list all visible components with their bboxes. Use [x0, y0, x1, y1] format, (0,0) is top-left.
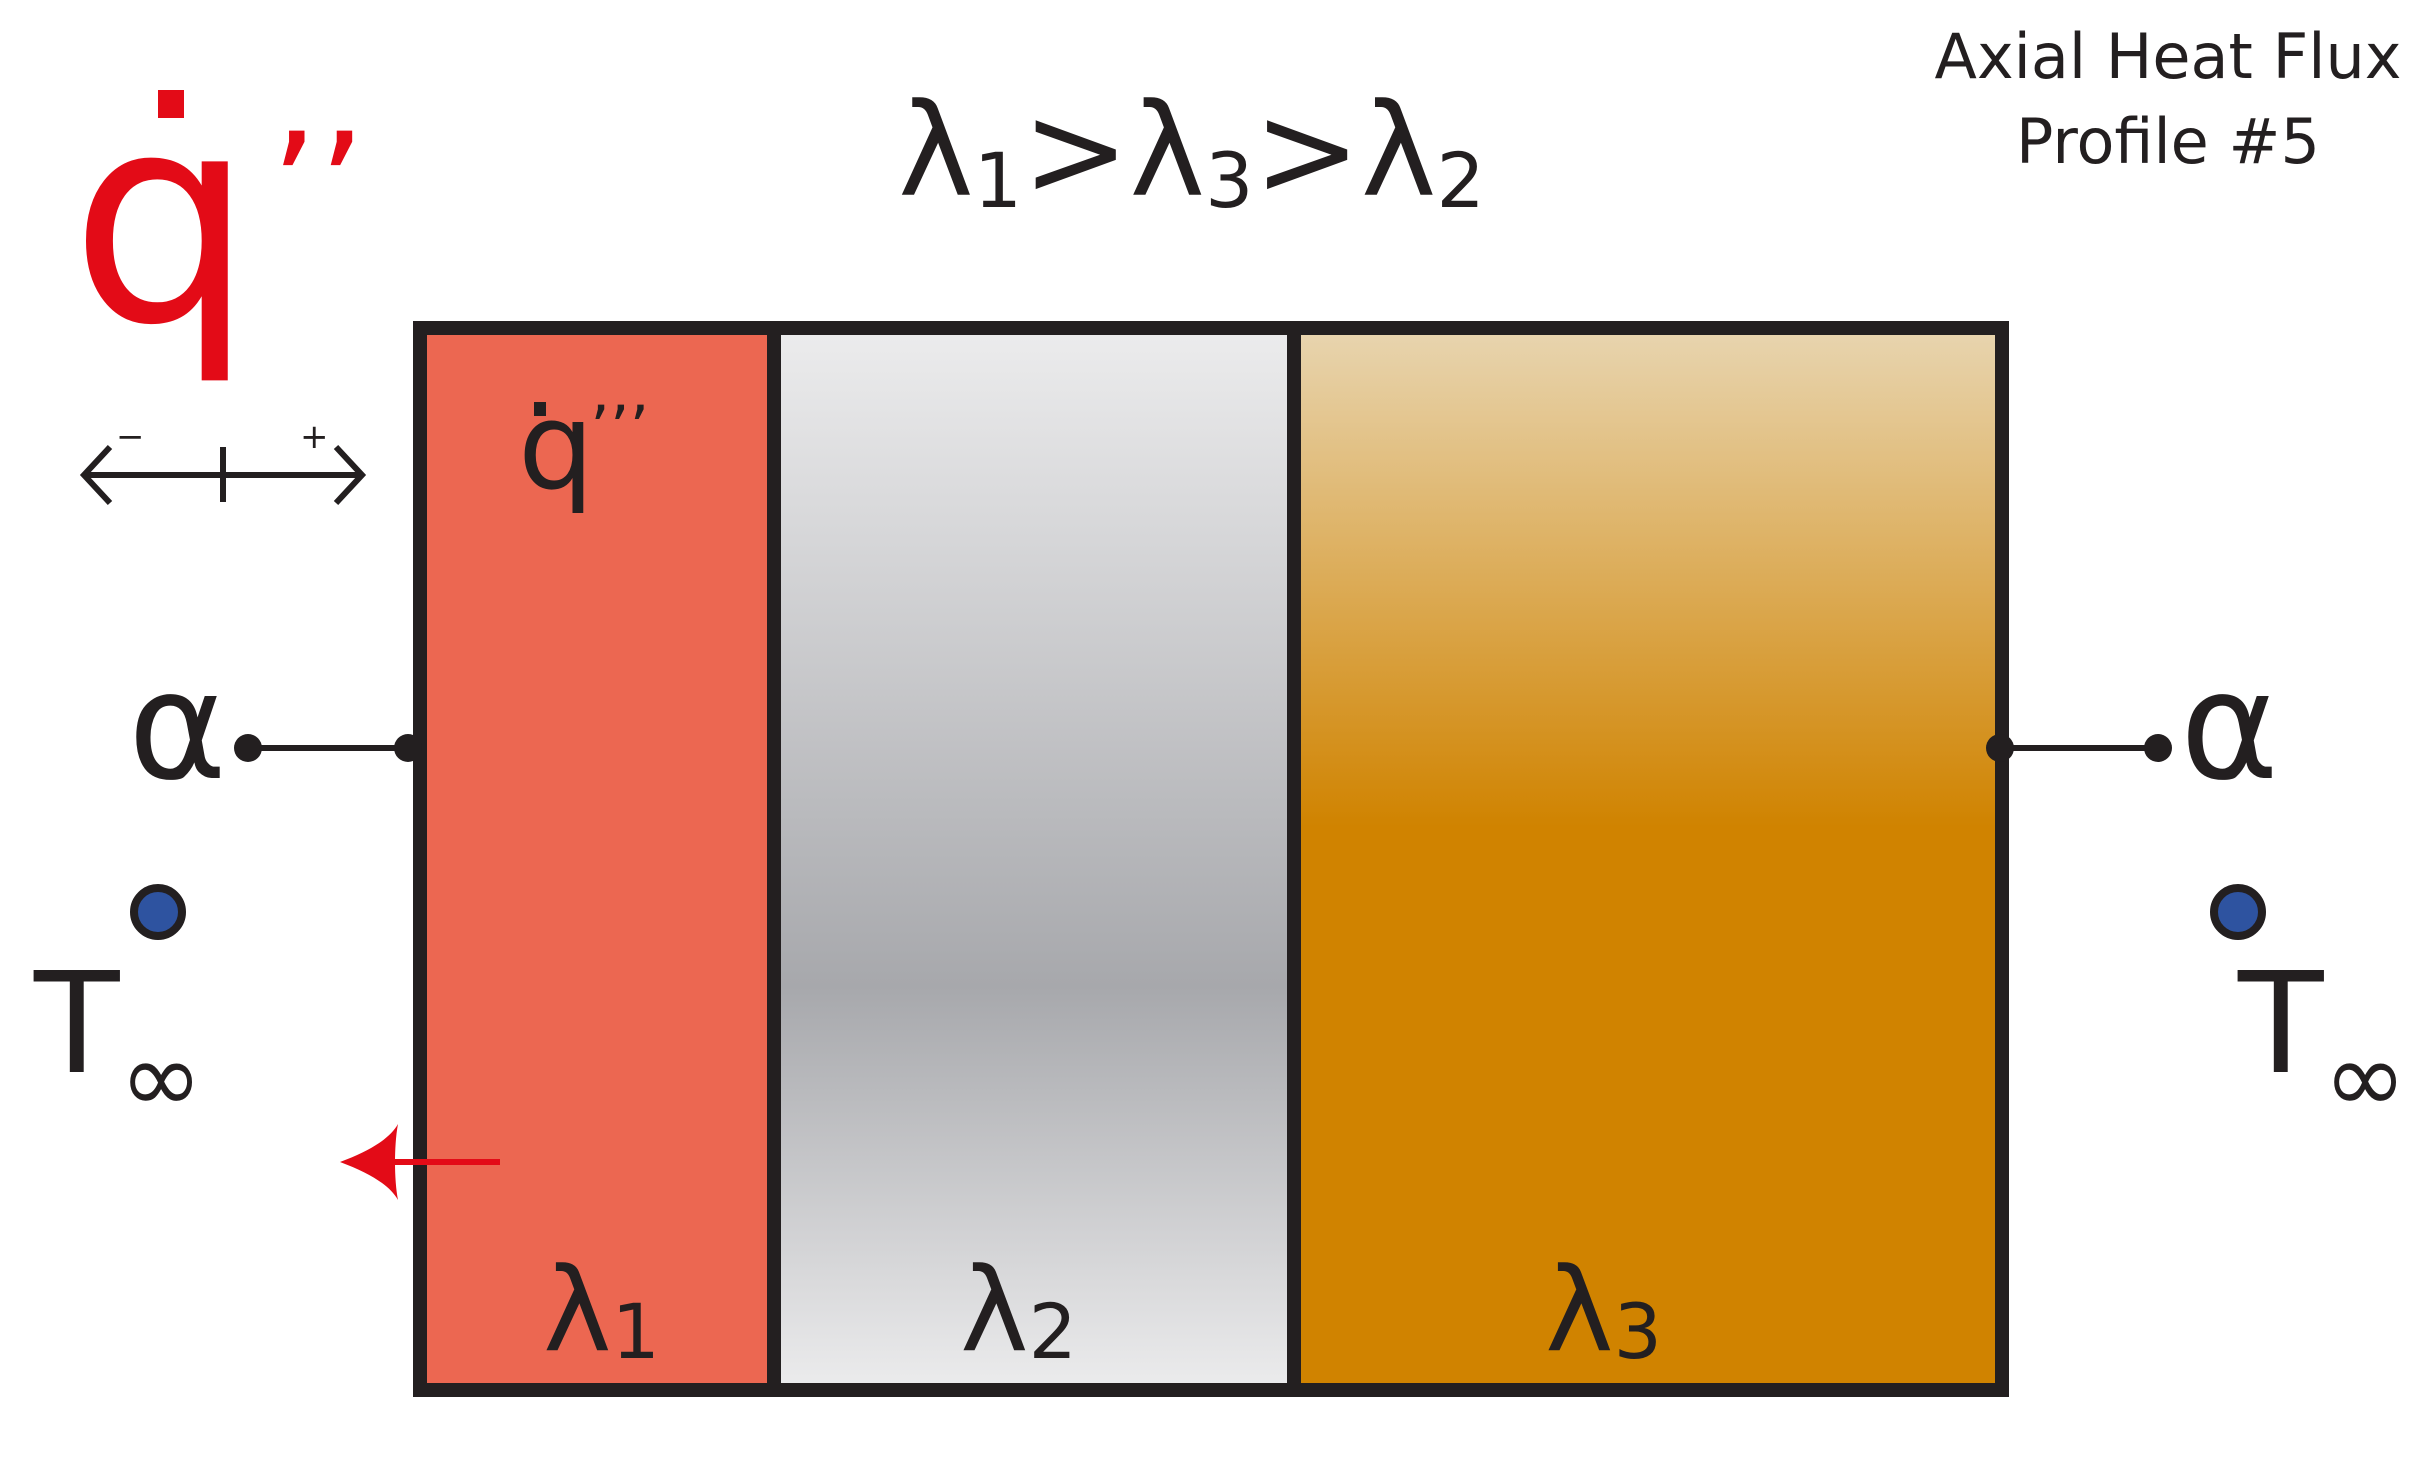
heat-generation-label: q ’’’: [518, 378, 649, 517]
title-line-1: Axial Heat Flux: [1935, 20, 2402, 93]
title-line-2: Profile #5: [2016, 105, 2320, 178]
heat-flux-symbol: q: [70, 52, 254, 389]
relation-gt-1: >: [1022, 77, 1129, 226]
right-alpha: α: [2180, 640, 2279, 814]
left-ambient-temp: T∞: [33, 943, 203, 1136]
right-temp-subscript: ∞: [2324, 1019, 2407, 1136]
layer-3-fill: [1294, 328, 2002, 1390]
right-ambient-temp: T∞: [2237, 943, 2407, 1136]
right-convection-link: [1986, 734, 2172, 762]
left-alpha: α: [128, 640, 227, 814]
left-temp-subscript: ∞: [120, 1019, 203, 1136]
layer-3-subscript: 3: [1614, 1287, 1662, 1376]
layer-2-subscript: 2: [1029, 1287, 1077, 1376]
relation-sub-a: 1: [974, 136, 1022, 225]
layer-1-label: λ1: [543, 1243, 660, 1378]
layer-1-subscript: 1: [612, 1287, 660, 1376]
layer-1-symbol: λ: [543, 1243, 612, 1378]
layer-3-symbol: λ: [1545, 1243, 1614, 1378]
conductivity-relation: λ1>λ3>λ2: [898, 77, 1485, 226]
layer-2-symbol: λ: [960, 1243, 1029, 1378]
layer-1-fill: [420, 328, 774, 1390]
heat-flux-direction-arrow: [340, 1124, 500, 1200]
left-convection-link: [234, 734, 422, 762]
relation-lambda-c: λ: [1361, 77, 1437, 226]
heat-generation-primes: ’’’: [590, 392, 649, 465]
minus-sign-label: −: [116, 417, 145, 457]
layer-2-label: λ2: [960, 1243, 1077, 1378]
left-temp-symbol: T: [33, 943, 120, 1106]
relation-sub-c: 2: [1436, 136, 1484, 225]
relation-lambda-b: λ: [1129, 77, 1205, 226]
relation-sub-b: 3: [1205, 136, 1253, 225]
heat-generation-symbol: q: [518, 378, 594, 517]
sign-convention-arrow: [79, 444, 367, 506]
wall-outline: [413, 321, 2009, 1397]
layer-3-label: λ3: [1545, 1243, 1662, 1378]
relation-lambda-a: λ: [898, 77, 974, 226]
plus-sign-label: +: [300, 417, 329, 457]
left-ambient-dot: [130, 884, 186, 940]
heat-flux-primes: ’’: [270, 102, 365, 276]
relation-gt-2: >: [1253, 77, 1360, 226]
heat-flux-label: q ’’: [70, 52, 365, 389]
right-temp-symbol: T: [2237, 943, 2324, 1106]
heat-generation-dot: [534, 402, 546, 416]
layer-2-fill: [774, 328, 1294, 1390]
right-ambient-dot: [2210, 884, 2266, 940]
heat-flux-dot: [158, 90, 184, 118]
